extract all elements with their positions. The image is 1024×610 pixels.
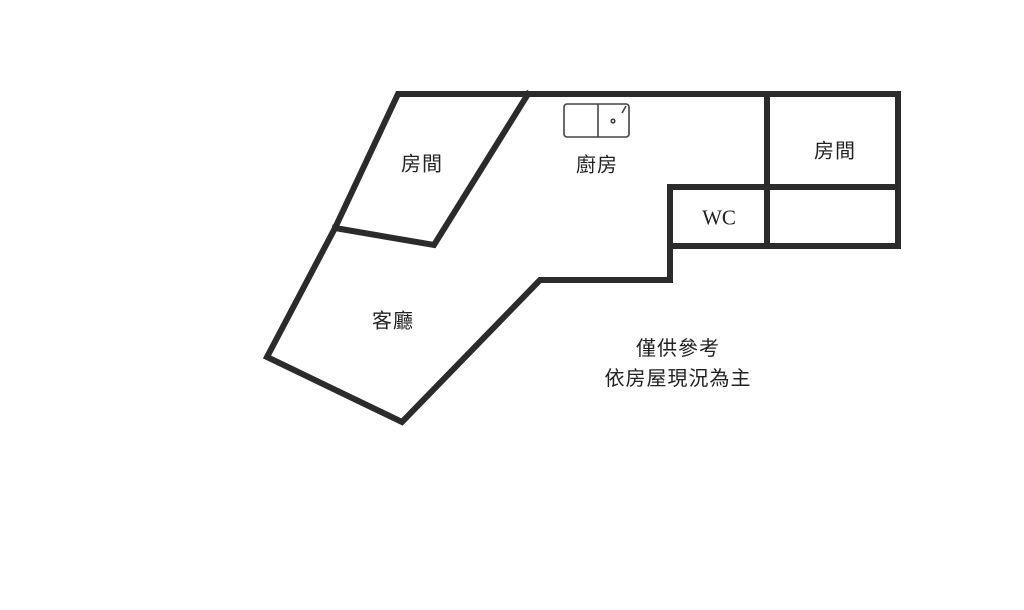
disclaimer-line-1: 僅供參考 bbox=[636, 336, 720, 360]
room-label-kitchen: 廚房 bbox=[576, 152, 618, 177]
outer-wall bbox=[262, 91, 901, 426]
disclaimer-line-2: 依房屋現況為主 bbox=[604, 366, 752, 390]
room-label-bedroom-left: 房間 bbox=[401, 151, 443, 176]
room-label-bedroom-right: 房間 bbox=[814, 138, 856, 163]
sink-icon bbox=[563, 103, 630, 138]
room-label-wc: WC bbox=[702, 205, 736, 230]
wc-top-wall bbox=[667, 184, 901, 249]
bedroom-left-wall bbox=[331, 89, 533, 249]
room-label-living-room: 客廳 bbox=[372, 308, 414, 333]
disclaimer-note: 僅供參考 依房屋現況為主 bbox=[605, 333, 752, 393]
